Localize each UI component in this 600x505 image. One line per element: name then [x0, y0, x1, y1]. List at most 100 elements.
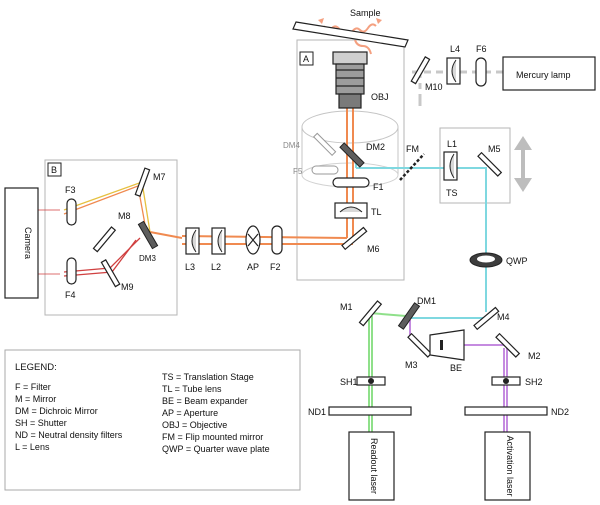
label-activation-laser: Activation laser [505, 435, 515, 496]
legend-left-column: F = Filter M = Mirror DM = Dichroic Mirr… [15, 382, 123, 452]
m1-mirror [358, 300, 383, 327]
label-mercury-lamp: Mercury lamp [516, 70, 571, 80]
translation-stage-arrow-icon [514, 136, 532, 192]
sh2-shutter [491, 376, 521, 386]
panel-a-box [296, 39, 405, 281]
m3-mirror [407, 332, 433, 358]
nd1-filter [328, 406, 412, 416]
label-camera: Camera [23, 227, 33, 259]
l1-lens [443, 151, 458, 181]
dm4-dichroic [312, 132, 337, 157]
label-sh1: SH1 [340, 377, 358, 387]
label-qwp: QWP [506, 256, 528, 266]
m6-mirror [341, 226, 368, 251]
l2-lens [211, 227, 226, 255]
label-dm1: DM1 [417, 296, 436, 306]
beam-expander [429, 329, 465, 361]
label-be: BE [450, 363, 462, 373]
label-m3: M3 [405, 360, 418, 370]
label-f5: F5 [293, 167, 303, 176]
qwp-waveplate [469, 252, 503, 268]
legend-item: TL = Tube lens [162, 384, 222, 394]
m4-mirror [473, 306, 500, 331]
legend-item: L = Lens [15, 442, 50, 452]
label-sample: Sample [350, 8, 381, 18]
label-f3: F3 [65, 185, 76, 195]
label-tl: TL [371, 207, 382, 217]
panel-a-tag [299, 51, 314, 66]
legend-item: DM = Dichroic Mirror [15, 406, 98, 416]
label-dm4: DM4 [283, 141, 300, 150]
m9-mirror [100, 259, 121, 288]
orange-emission-beam [149, 85, 354, 245]
fm-flip-mirror [399, 153, 425, 181]
label-panel-a: A [303, 54, 309, 64]
label-panel-b: B [51, 165, 57, 175]
legend-item: AP = Aperture [162, 408, 218, 418]
l3-lens [185, 227, 200, 255]
label-ts: TS [446, 188, 458, 198]
label-sh2: SH2 [525, 377, 543, 387]
label-m8: M8 [118, 211, 131, 221]
nd2-filter [464, 406, 548, 416]
l4-lens [446, 57, 461, 85]
f2-filter [271, 225, 283, 255]
panel-b-tag [47, 162, 62, 177]
legend-item: ND = Neutral density filters [15, 430, 123, 440]
activation-laser-box [484, 431, 531, 501]
f3-filter [66, 198, 77, 226]
tube-lens [334, 202, 368, 219]
m8-mirror [92, 226, 117, 253]
label-m10: M10 [425, 82, 443, 92]
label-f1: F1 [373, 182, 384, 192]
label-dm2: DM2 [366, 142, 385, 152]
label-readout-laser: Readout laser [369, 438, 379, 494]
legend-item: F = Filter [15, 382, 51, 392]
legend-item: BE = Beam expander [162, 396, 248, 406]
label-nd1: ND1 [308, 407, 326, 417]
dm1-dichroic [397, 302, 421, 330]
label-f6: F6 [476, 44, 487, 54]
dm3-dichroic [137, 220, 159, 250]
label-obj: OBJ [371, 92, 389, 102]
legend-item: OBJ = Objective [162, 420, 227, 430]
cyan-combined-beam [355, 155, 487, 319]
label-f2: F2 [270, 262, 281, 272]
label-m5: M5 [488, 144, 501, 154]
label-ap: AP [247, 262, 259, 272]
legend-item: QWP = Quarter wave plate [162, 444, 270, 454]
label-m9: M9 [121, 282, 134, 292]
label-m6: M6 [367, 244, 380, 254]
f1-filter [332, 177, 370, 188]
label-dm3: DM3 [139, 254, 156, 263]
f6-filter [475, 57, 487, 87]
label-m4: M4 [497, 312, 510, 322]
m2-mirror [495, 332, 521, 358]
legend-item: M = Mirror [15, 394, 56, 404]
sample-slide [292, 21, 409, 48]
legend-title: LEGEND: [15, 362, 57, 373]
dm2-dichroic [339, 142, 365, 168]
label-nd2: ND2 [551, 407, 569, 417]
readout-laser-box [348, 431, 395, 501]
m5-mirror [477, 151, 503, 177]
legend-box [4, 349, 301, 491]
mercury-lamp-box [502, 56, 596, 91]
legend-right-column: TS = Translation Stage TL = Tube lens BE… [162, 372, 270, 454]
label-l4: L4 [450, 44, 460, 54]
legend-item: SH = Shutter [15, 418, 67, 428]
label-l2: L2 [211, 262, 221, 272]
label-fm: FM [406, 144, 419, 154]
m7-mirror [134, 167, 151, 197]
f5-filter [311, 165, 339, 175]
aperture [245, 225, 261, 255]
camera-box [4, 187, 39, 299]
f4-filter [66, 257, 77, 285]
sh1-shutter [356, 376, 386, 386]
label-l3: L3 [185, 262, 195, 272]
objective-lens [332, 51, 368, 109]
label-f4: F4 [65, 290, 76, 300]
label-m2: M2 [528, 351, 541, 361]
